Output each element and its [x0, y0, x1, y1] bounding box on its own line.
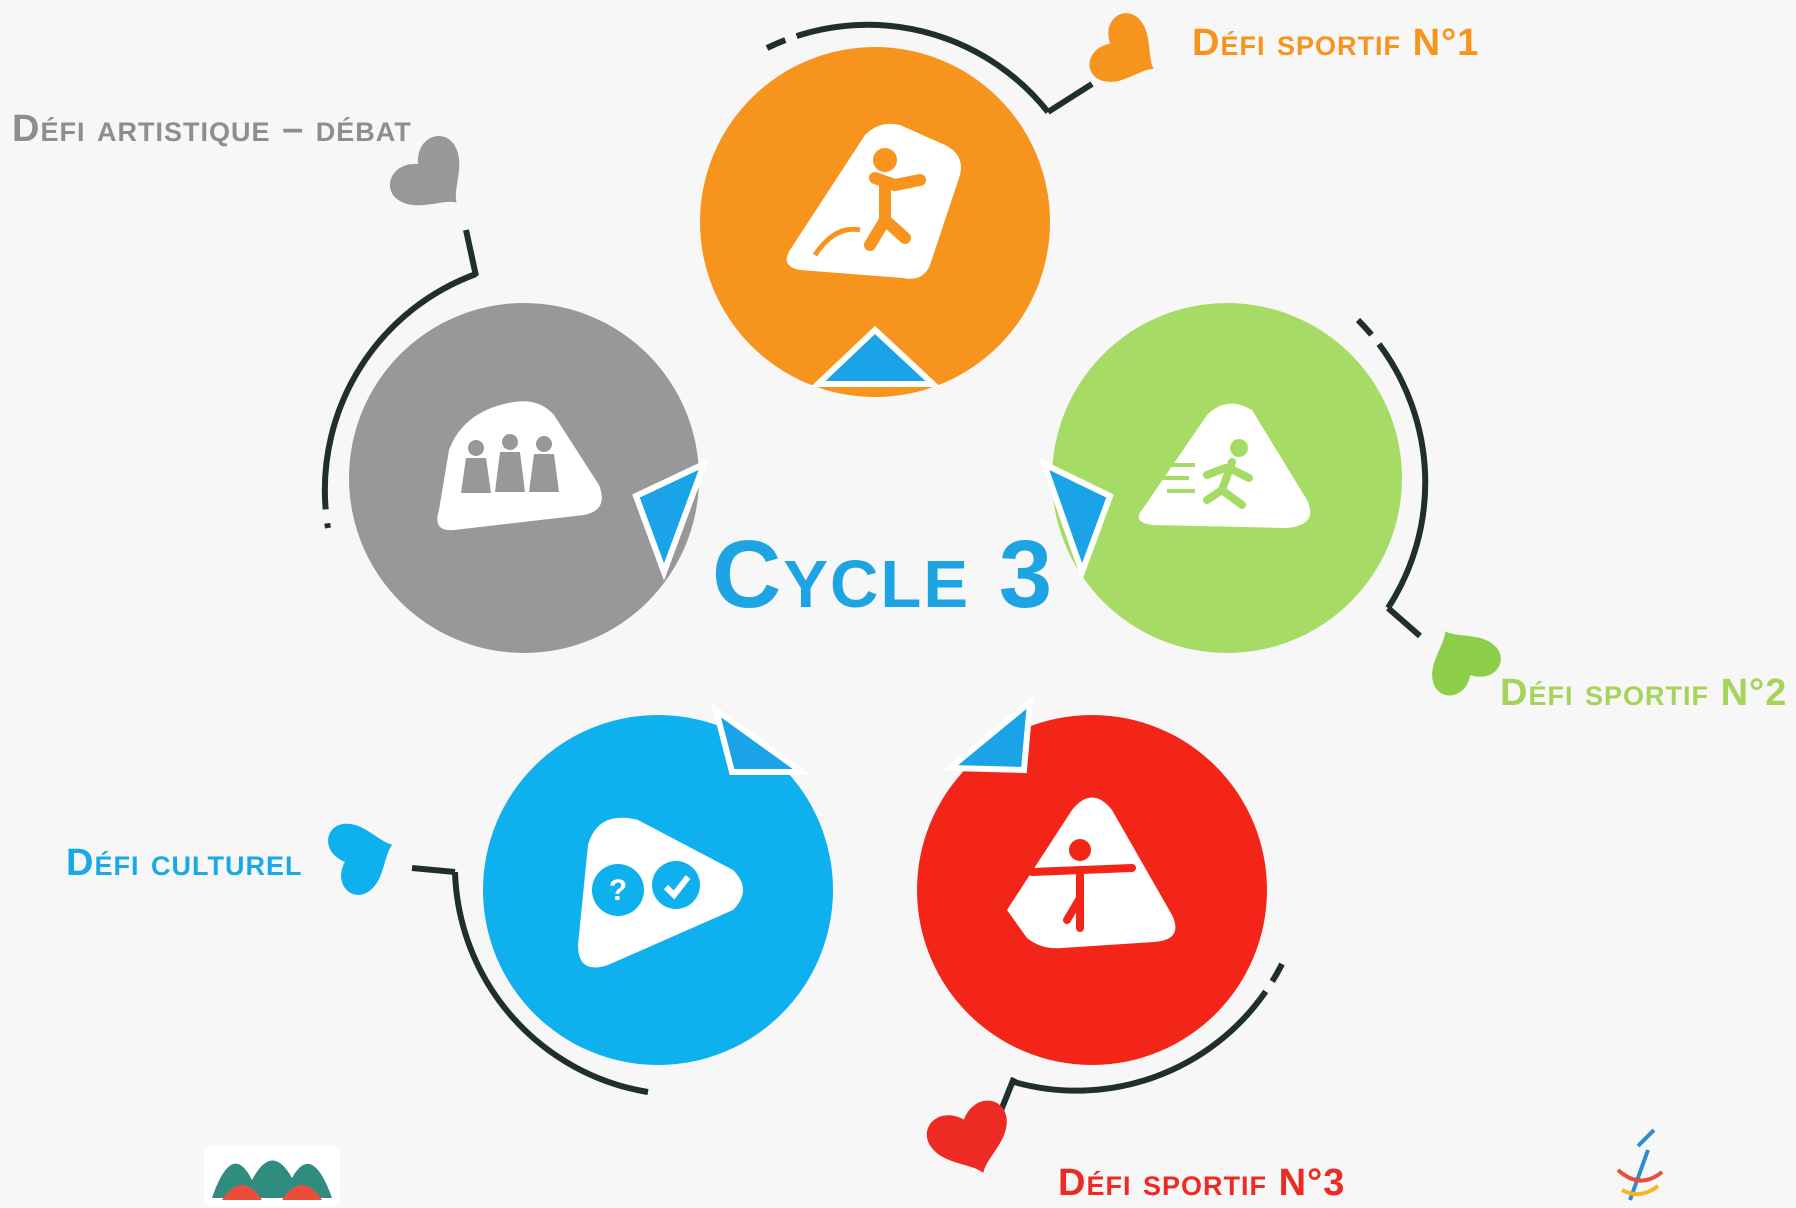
ring-sport3 — [1013, 962, 1285, 1094]
arrow-culture — [711, 702, 812, 775]
arrow-sport1 — [810, 325, 941, 387]
arrow-sport3 — [941, 695, 1034, 774]
arrow-sport2 — [1038, 458, 1114, 581]
node-sport3 — [917, 695, 1285, 1187]
question-check-bubbles-icon: ? — [578, 817, 743, 968]
node-sport2 — [1038, 303, 1507, 702]
connector-sport2 — [1386, 605, 1422, 639]
label-sport1: Défi sportif N°1 — [1192, 22, 1480, 64]
node-culture: ? — [323, 702, 833, 1095]
running-figure-icon — [1138, 403, 1311, 528]
node-art — [321, 128, 710, 653]
balancing-figure-icon — [1007, 797, 1176, 949]
heart-sport2 — [1413, 612, 1507, 702]
label-sport2: Défi sportif N°2 — [1500, 672, 1788, 714]
connector-sport1 — [1046, 81, 1094, 115]
label-culture: Défi culturel — [66, 842, 303, 884]
label-sport3: Défi sportif N°3 — [1058, 1162, 1346, 1204]
ring-sport2 — [1355, 317, 1429, 610]
heart-sport1 — [1083, 7, 1173, 101]
heart-sport3 — [921, 1095, 1023, 1187]
svg-text:?: ? — [609, 874, 627, 907]
arrow-art — [632, 458, 710, 581]
art-figures-icon — [437, 401, 602, 531]
athletes-collage-logo — [204, 1146, 340, 1206]
heart-culture — [323, 810, 405, 900]
ring-culture — [452, 871, 649, 1095]
ring-art — [321, 271, 478, 529]
connector-culture — [411, 865, 456, 875]
label-art: Défi artistique – débat — [12, 108, 412, 150]
ring-sport1 — [765, 21, 1051, 114]
jumping-figure-icon — [786, 123, 961, 279]
connector-art — [463, 229, 479, 277]
cycle-title: Cycle 3 — [712, 521, 1055, 628]
node-sport1 — [700, 7, 1173, 397]
torch-logo — [1616, 1128, 1664, 1201]
